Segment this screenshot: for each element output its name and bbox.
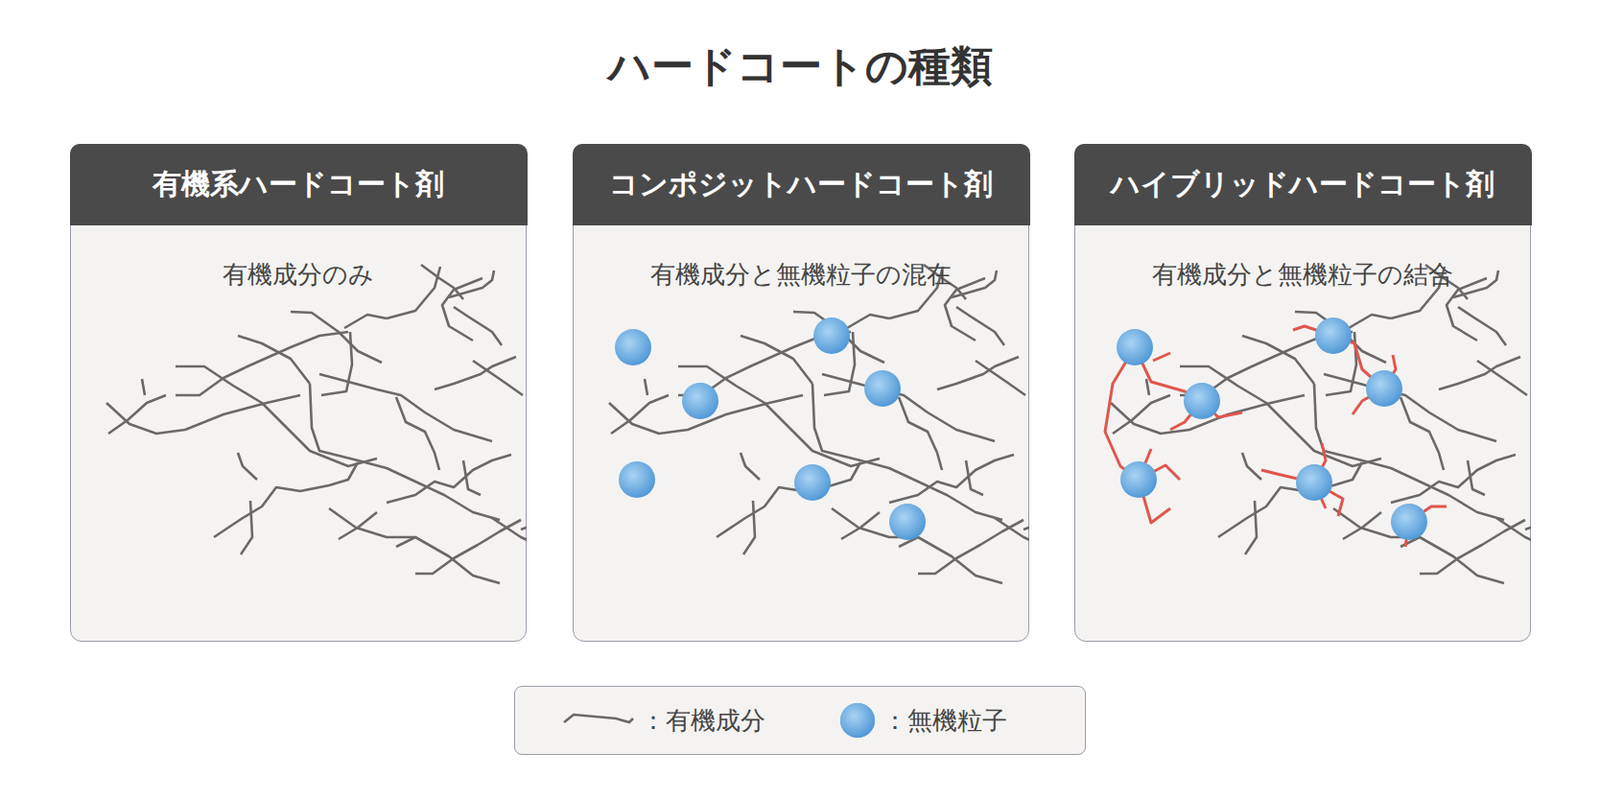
- title: ハードコートの種類: [0, 38, 1600, 95]
- panel-box: ハイブリッドハードコート剤有機成分と無機粒子の結合: [1074, 143, 1531, 642]
- panel-header: コンポジットハードコート剤: [572, 143, 1031, 226]
- panel-box: 有機系ハードコート剤有機成分のみ: [70, 143, 527, 642]
- panel-subtitle: 有機成分と無機粒子の結合: [1075, 258, 1530, 292]
- legend-line-sample: [562, 710, 636, 730]
- legend-swatch: [838, 701, 877, 740]
- panel-subtitle: 有機成分と無機粒子の混在: [573, 258, 1029, 292]
- panel-box: コンポジットハードコート剤有機成分と無機粒子の混在: [572, 143, 1030, 642]
- panel-header: 有機系ハードコート剤: [70, 143, 528, 226]
- legend-text: ：無機粒子: [882, 704, 1008, 738]
- panel-header: ハイブリッドハードコート剤: [1074, 143, 1532, 226]
- panel-subtitle: 有機成分のみ: [70, 258, 526, 292]
- legend-text: ：有機成分: [640, 704, 766, 738]
